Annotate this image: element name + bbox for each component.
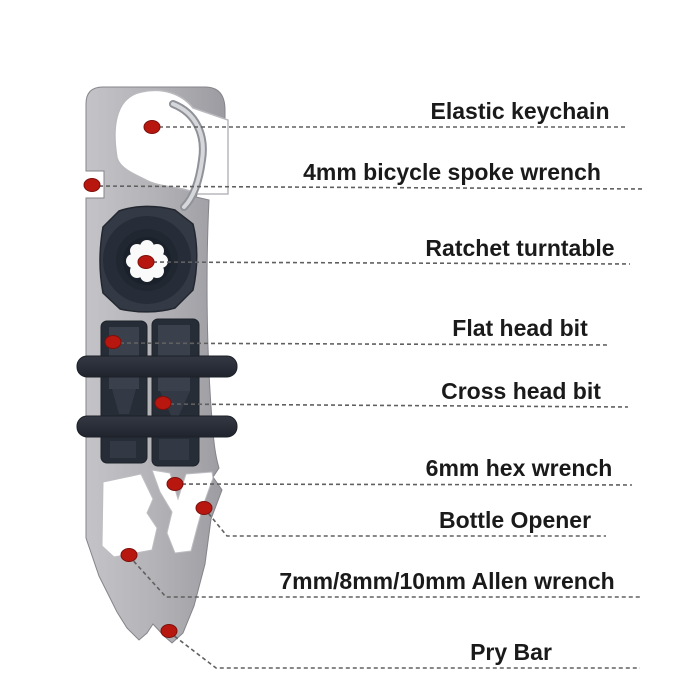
feature-label-hex-wrench: 6mm hex wrench — [425, 455, 613, 481]
callout-dot-elastic-keychain — [143, 120, 161, 134]
carabiner-gate-highlight — [171, 102, 205, 209]
cross-head-bit-lower — [159, 439, 189, 460]
feature-label-allen-wrench: 7mm/8mm/10mm Allen wrench — [279, 568, 615, 594]
ratchet-gear — [126, 240, 168, 282]
flat-head-bit-lower — [110, 441, 136, 458]
elastic-band-bottom — [76, 415, 238, 438]
callout-dot-hex-wrench — [166, 477, 184, 491]
feature-label-cross-head-bit: Cross head bit — [441, 378, 601, 404]
flat-head-bit-tip — [112, 389, 136, 414]
leader-line-pry-bar — [168, 631, 640, 669]
leader-line-cross-head-bit — [162, 403, 629, 408]
callout-dot-bottle-opener — [195, 501, 213, 515]
leader-line-ratchet-turntable — [145, 261, 631, 265]
elastic-band-top — [76, 355, 238, 378]
feature-label-ratchet-turntable: Ratchet turntable — [425, 235, 615, 261]
leader-line-spoke-wrench — [91, 185, 646, 190]
callout-dot-flat-head-bit — [104, 335, 122, 349]
callout-dot-pry-bar — [160, 624, 178, 638]
allen-wrench-cutout — [101, 473, 158, 558]
callout-dot-spoke-wrench — [83, 178, 101, 192]
callout-dot-allen-wrench — [120, 548, 138, 562]
leader-line-hex-wrench — [174, 483, 633, 486]
feature-label-elastic-keychain: Elastic keychain — [430, 98, 610, 124]
feature-label-bottle-opener: Bottle Opener — [438, 507, 592, 533]
leader-line-flat-head-bit — [112, 342, 608, 346]
feature-label-flat-head-bit: Flat head bit — [452, 315, 588, 341]
leader-line-allen-wrench — [128, 555, 642, 598]
leader-line-bottle-opener — [203, 507, 606, 537]
feature-label-spoke-wrench: 4mm bicycle spoke wrench — [303, 159, 601, 185]
callout-dot-ratchet-turntable — [137, 255, 155, 269]
feature-label-pry-bar: Pry Bar — [470, 639, 552, 665]
callout-dot-cross-head-bit — [154, 396, 172, 410]
bottle-opener-cutout — [151, 469, 214, 554]
